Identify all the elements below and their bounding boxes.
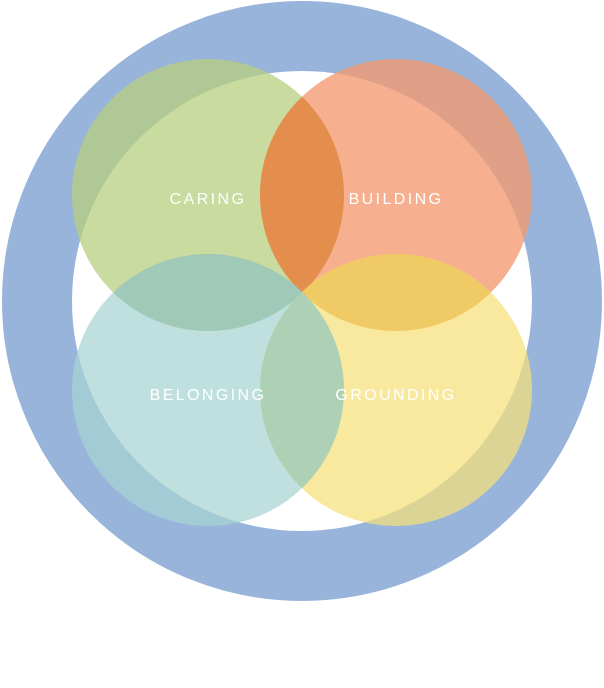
label-building: BUILDING (349, 191, 444, 208)
petals-group (72, 59, 532, 526)
outer-ring (2, 1, 602, 601)
petal-caring (72, 59, 344, 331)
label-belonging: BELONGING (150, 387, 267, 404)
label-caring: CARING (170, 191, 247, 208)
petal-grounding (260, 254, 532, 526)
petal-building (260, 59, 532, 331)
label-grounding: GROUNDING (335, 387, 456, 404)
petal-belonging (72, 254, 344, 526)
